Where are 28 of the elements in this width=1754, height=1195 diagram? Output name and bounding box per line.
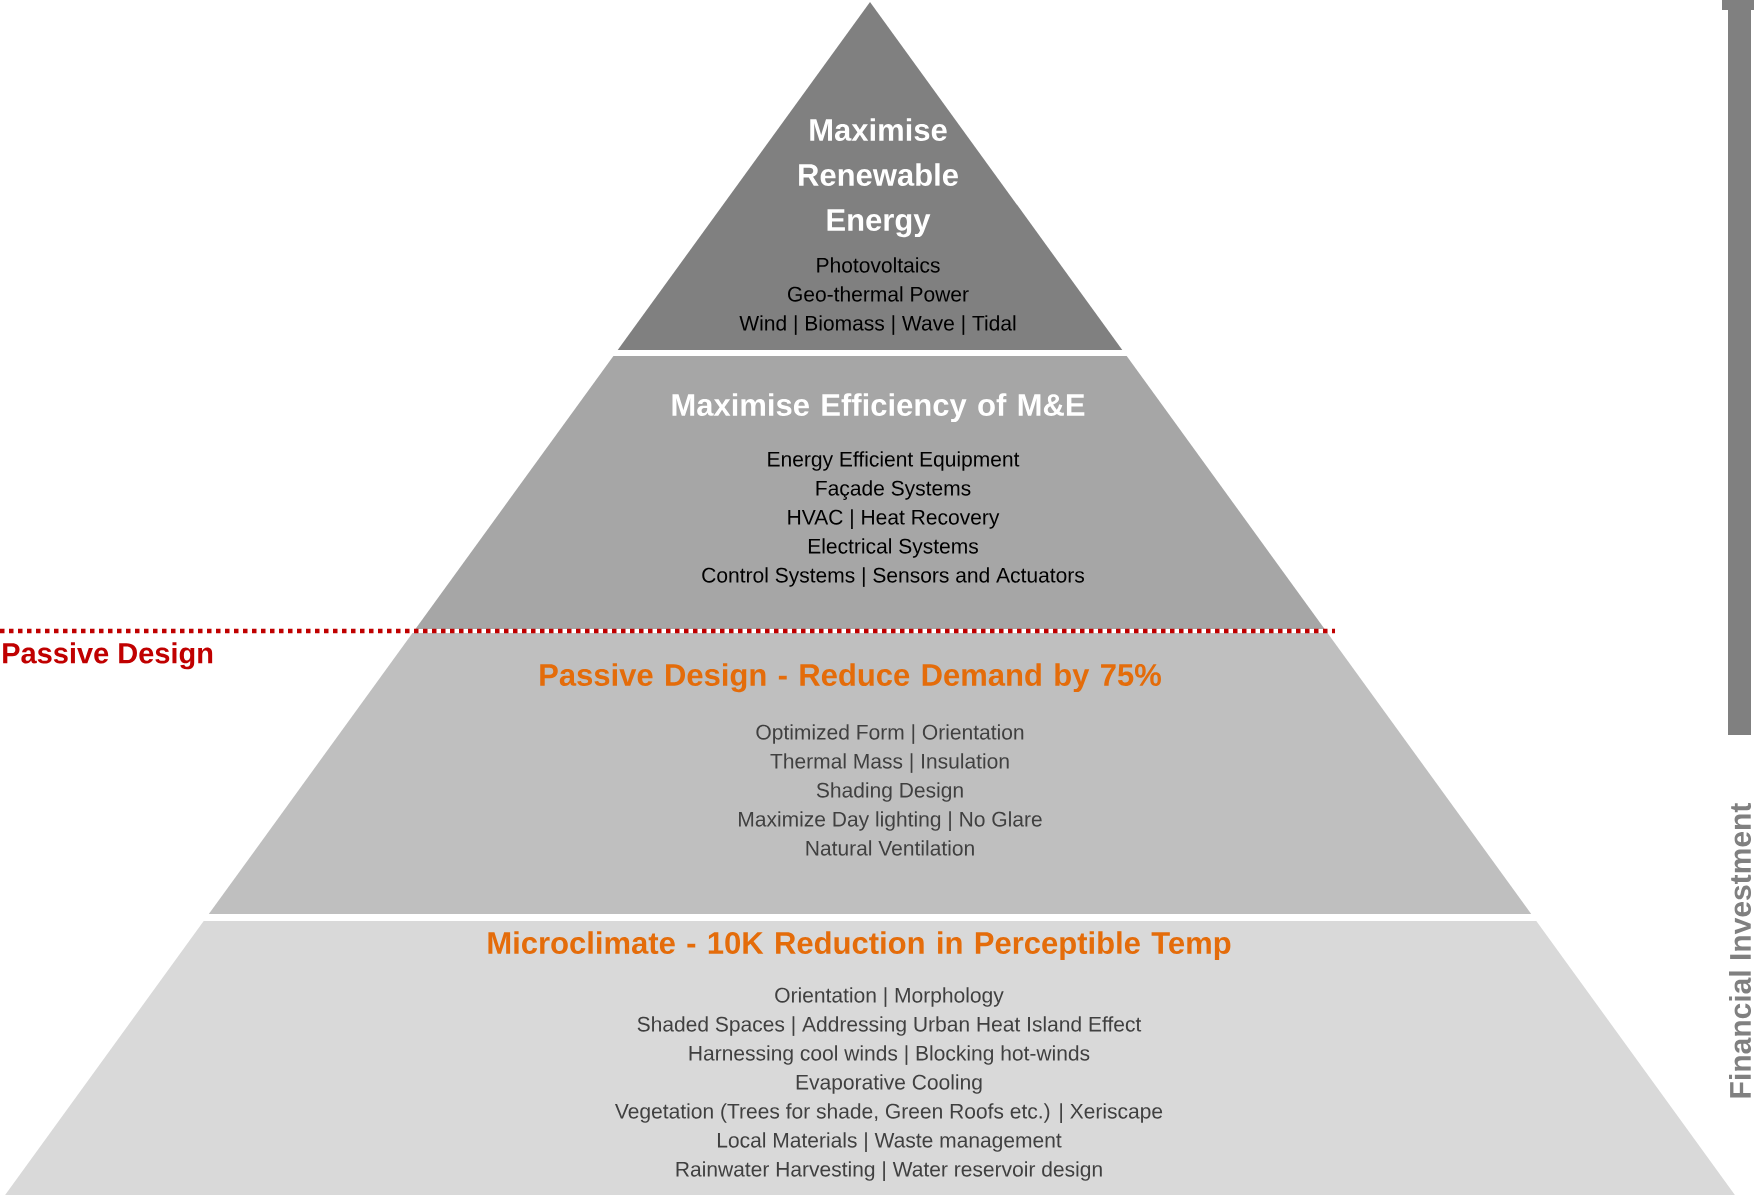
item-text: Control Systems | Sensors and Actuators [702,567,1084,587]
item-text: Thermal Mass | Insulation [770,753,1009,773]
pyramid-band [617,2,1123,350]
item-text: Evaporative Cooling [796,1074,982,1094]
section-label: Passive Design [3,642,213,670]
item-text: Shading Design [816,782,963,802]
item-text: Shaded Spaces | Addressing Urban Heat Island Effect [637,1016,1142,1036]
item-text: Façade Systems [816,480,971,500]
item-text: Orientation | Morphology [775,987,1004,1007]
item-text: Photovoltaics [817,257,940,273]
item-text: Local Materials | Waste management [718,1132,1062,1152]
item-text: Geo-thermal Power [788,286,969,302]
item-text: HVAC | Heat Recovery [788,509,1000,529]
band-heading: Maximise Efficiency of M&E [672,393,1085,423]
pyramid-band [415,356,1325,629]
item-text: Vegetation (Trees for shade, Green Roofs etc.) | Xeriscape [615,1103,1163,1123]
item-text: Electrical Systems [808,538,978,558]
band-heading: Maximise Renewable Energy [799,118,958,238]
band-heading: Passive Design - Reduce Demand by 75% [540,663,1161,693]
band-heading: Microclimate - 10K Reduction in Perceptible Temp [488,931,1231,961]
item-text: Energy Efficient Equipment [768,451,1020,471]
item-text: Natural Ventilation [806,840,974,856]
axis-label: Financial Investment [1729,803,1752,1098]
item-text: Wind | Biomass | Wave | Tidal [739,315,1016,335]
item-text: Maximize Day lighting | No Glare [739,811,1042,831]
item-text: Harnessing cool winds | Blocking hot-winds [689,1045,1090,1065]
item-text: Rainwater Harvesting | Water reservoir design [676,1161,1102,1181]
item-text: Optimized Form | Orientation [756,724,1024,744]
